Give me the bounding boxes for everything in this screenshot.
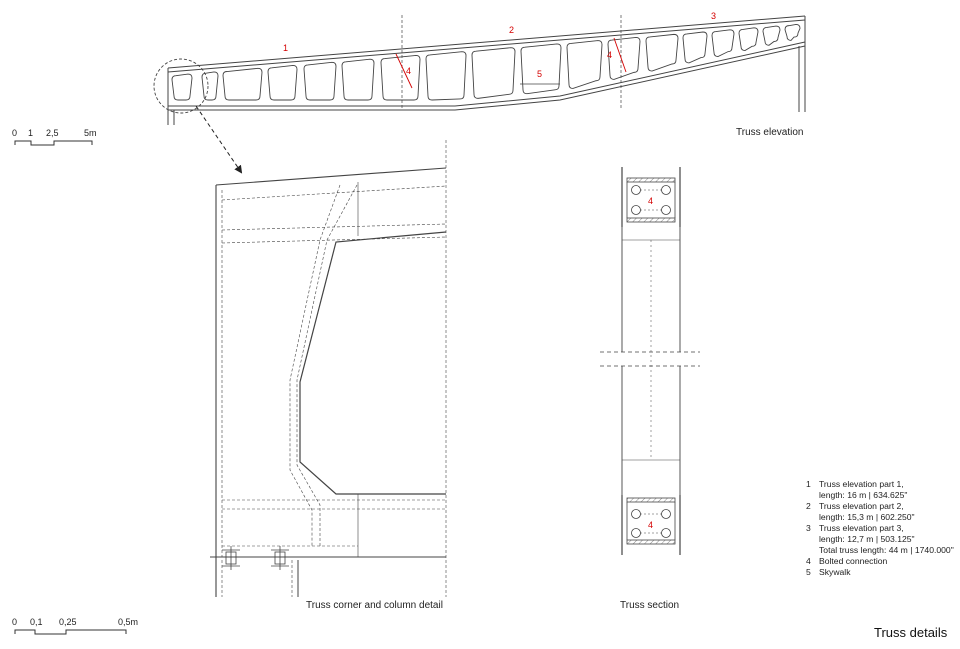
truss-opening xyxy=(607,37,641,80)
truss-opening xyxy=(738,27,759,51)
scale-top-3: 5m xyxy=(84,128,97,138)
truss-opening xyxy=(303,61,337,101)
scale-bar-bottom xyxy=(14,629,127,635)
scale-top-2: 2,5 xyxy=(46,128,59,138)
truss-opening xyxy=(222,67,263,101)
truss-opening xyxy=(566,40,603,89)
corner-bolts xyxy=(222,546,289,570)
scale-bar-top xyxy=(14,140,93,146)
callout-4-section-bottom: 4 xyxy=(648,520,653,530)
truss-opening xyxy=(645,33,679,72)
page-title: Truss details xyxy=(874,625,948,640)
callout-5: 5 xyxy=(537,69,542,79)
legend-item-2: 2 Truss elevation part 2,length: 15,3 m … xyxy=(806,501,915,522)
truss-section xyxy=(600,167,700,555)
label-truss-elevation: Truss elevation xyxy=(736,127,804,138)
callout-2: 2 xyxy=(509,25,514,35)
detail-arrow xyxy=(195,105,243,174)
scale-bottom-1: 0,1 xyxy=(30,617,43,627)
truss-opening xyxy=(520,43,562,95)
scale-bottom-2: 0,25 xyxy=(59,617,77,627)
truss-opening xyxy=(762,25,781,46)
callout-1: 1 xyxy=(283,43,288,53)
scale-top-1: 1 xyxy=(28,128,34,138)
scale-bottom-3: 0,5m xyxy=(118,617,139,627)
truss-opening xyxy=(711,29,735,57)
truss-opening xyxy=(425,51,467,101)
truss-opening xyxy=(267,65,298,101)
legend-item-3: 3 Truss elevation part 3,length: 12,7 m … xyxy=(806,523,954,555)
scale-bottom-0: 0 xyxy=(12,617,18,627)
truss-openings xyxy=(171,23,801,101)
callout-4-right: 4 xyxy=(607,50,612,60)
legend-item-4: 4 Bolted connection xyxy=(806,556,888,566)
truss-opening xyxy=(682,31,708,64)
callout-4-section-top: 4 xyxy=(648,196,653,206)
bolted-connection-marks xyxy=(395,37,627,89)
label-truss-section: Truss section xyxy=(620,600,680,611)
truss-elevation xyxy=(167,15,806,125)
truss-opening xyxy=(201,71,219,101)
scale-top-0: 0 xyxy=(12,128,18,138)
legend-item-5: 5 Skywalk xyxy=(806,567,851,577)
truss-opening xyxy=(784,23,801,41)
section-bolts xyxy=(631,185,671,538)
callout-4-left: 4 xyxy=(406,66,411,76)
corner-detail xyxy=(210,140,447,597)
truss-opening xyxy=(471,47,516,99)
label-corner-detail: Truss corner and column detail xyxy=(306,600,443,611)
detail-circle xyxy=(153,58,209,114)
legend-item-1: 1 Truss elevation part 1,length: 16 m | … xyxy=(806,479,908,500)
truss-opening xyxy=(341,58,375,101)
callout-3: 3 xyxy=(711,11,716,21)
truss-opening xyxy=(171,73,193,101)
truss-opening xyxy=(380,54,421,101)
legend: 1 Truss elevation part 1,length: 16 m | … xyxy=(806,479,954,578)
